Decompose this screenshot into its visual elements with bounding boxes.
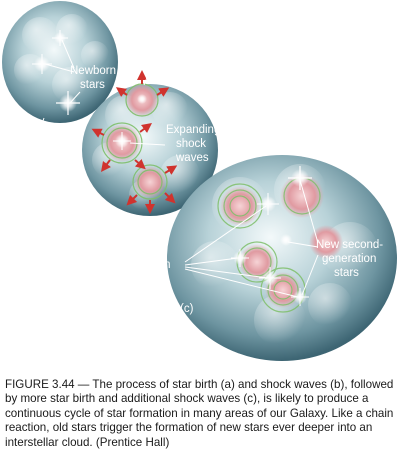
star [32,54,52,74]
label-first-generation-1: First-generation [90,259,171,271]
labels: Newborn stars (a) Interstellar cloud Emi… [6,53,383,315]
star [56,91,80,115]
label-newborn-stars-1: Newborn [70,65,116,77]
star [137,94,147,104]
star [52,30,68,46]
expansion-arrows [91,70,178,214]
star [280,234,292,246]
label-interstellar-cloud-1: Interstellar [10,139,64,151]
label-new-second-generation-1: New second- [316,239,383,251]
star [291,288,309,306]
label-part-c: (c) [180,303,194,315]
label-new-second-generation-3: stars [334,267,359,279]
star [288,166,312,190]
star-formation-illustration: Newborn stars (a) Interstellar cloud Emi… [2,1,397,361]
star [113,132,131,150]
label-expanding-shock-waves-3: waves [175,152,209,164]
leader-lines [37,39,319,298]
label-interstellar-cloud-2: cloud [22,153,50,165]
label-emission-nebula: Emission nebula [130,53,215,65]
star [257,193,279,215]
label-first-generation-2: stars [118,273,143,285]
label-part-b: (b) [90,207,104,219]
label-new-second-generation-2: generation [322,253,376,265]
label-newborn-stars-2: stars [80,79,105,91]
figure-caption: FIGURE 3.44 — The process of star birth … [5,378,394,449]
shock-wave-rings-b [101,83,168,200]
label-expanding-shock-waves-2: shock [176,138,206,150]
stars [32,30,312,306]
label-expanding-shock-waves-1: Expanding [166,124,220,136]
label-part-a: (a) [6,113,20,125]
star [259,267,281,289]
star [231,249,249,267]
